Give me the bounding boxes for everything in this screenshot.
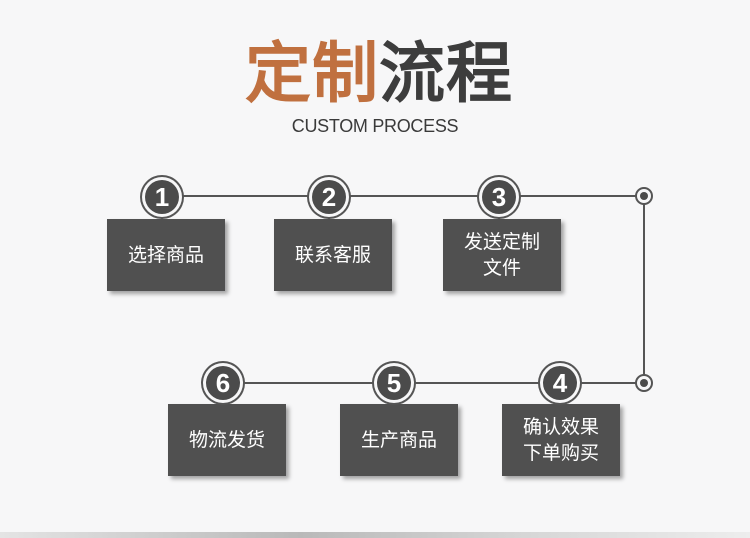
- step-number-4: 4: [543, 366, 577, 400]
- title-rest: 流程: [379, 35, 513, 112]
- end-dot-top: [635, 187, 653, 205]
- connector-top: [162, 195, 644, 197]
- step-box-4: 确认效果下单购买: [502, 404, 620, 476]
- step-box-5: 生产商品: [340, 404, 458, 476]
- step-number-6: 6: [206, 366, 240, 400]
- step-number-3: 3: [482, 180, 516, 214]
- step-box-3: 发送定制文件: [443, 219, 561, 291]
- connector-right: [643, 196, 645, 383]
- step-box-2: 联系客服: [274, 219, 392, 291]
- title-accent: 定制: [245, 35, 379, 112]
- step-number-2: 2: [312, 180, 346, 214]
- step-number-1: 1: [145, 180, 179, 214]
- page-title: 定制流程: [8, 34, 750, 114]
- step-number-5: 5: [377, 366, 411, 400]
- step-box-1: 选择商品: [107, 219, 225, 291]
- title-block: 定制流程 CUSTOM PROCESS: [0, 34, 750, 137]
- connector-bottom: [222, 382, 644, 384]
- bottom-strip: [0, 532, 750, 538]
- end-dot-bottom: [635, 374, 653, 392]
- step-box-6: 物流发货: [168, 404, 286, 476]
- page-subtitle: CUSTOM PROCESS: [291, 116, 459, 136]
